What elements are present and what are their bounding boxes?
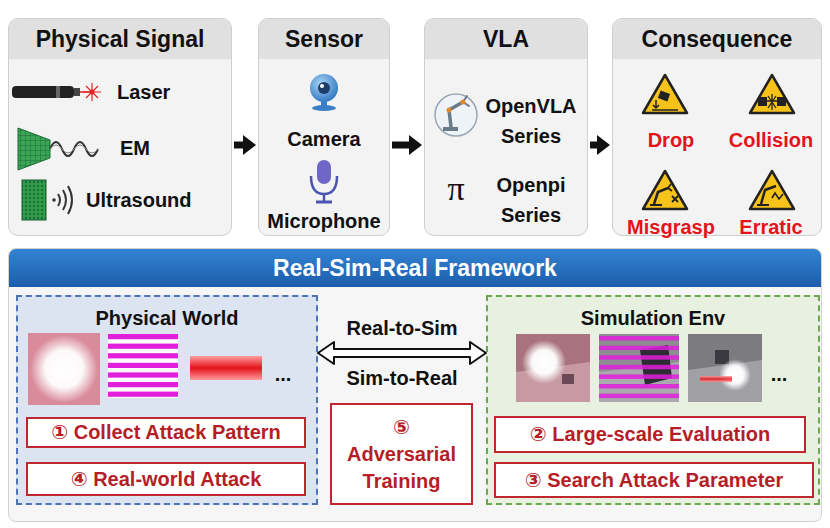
box-heading: Consequence <box>613 19 821 59</box>
step-box: ③ Search Attack Parameter <box>494 462 814 498</box>
framework-panel: Real-Sim-Real FrameworkPhysical World ① C… <box>8 248 822 522</box>
flow-arrow <box>590 135 610 155</box>
group-title: Simulation Env <box>488 306 818 330</box>
box-heading: VLA <box>425 19 587 59</box>
consequence-name: Collision <box>721 128 821 152</box>
consequence-name: Drop <box>621 128 721 152</box>
step-box: ① Collect Attack Pattern <box>26 417 306 448</box>
signal-name: Ultrasound <box>86 188 192 212</box>
group-box: Physical World ① Collect Attack Pattern ④ … <box>16 295 318 505</box>
signal-name: Laser <box>117 80 170 104</box>
model-box: VLA OpenVLA SeriesOpenpi Series <box>424 18 588 236</box>
group-title: Physical World <box>18 306 316 330</box>
step-box: ④ Real-world Attack <box>26 462 306 496</box>
step-label: ⑤ Adversarial Training <box>332 405 471 503</box>
step-label: ④ Real-world Attack <box>28 464 304 494</box>
consequence-box: ConsequenceDropCollisionMisgraspErratic <box>612 18 822 236</box>
step-label: ③ Search Attack Parameter <box>496 464 812 496</box>
step-box: ② Large-scale Evaluation <box>494 416 806 453</box>
step-box: ⑤ Adversarial Training <box>330 403 473 505</box>
model-name: OpenVLA Series <box>479 91 583 151</box>
box-heading: Sensor <box>259 19 389 59</box>
flow-arrow <box>234 135 256 155</box>
box-heading: Physical Signal <box>9 19 231 59</box>
framework-banner: Real-Sim-Real Framework <box>9 249 821 287</box>
group-box: Simulation Env ② Large-scale Evaluation ③ … <box>486 295 820 505</box>
flow-arrow <box>392 135 422 155</box>
model-name: Openpi Series <box>479 170 583 230</box>
sensor-name: Microphone <box>259 209 389 233</box>
step-label: ② Large-scale Evaluation <box>496 418 804 451</box>
sensor-box: SensorCameraMicrophone <box>258 18 390 236</box>
consequence-name: Misgrasp <box>621 215 721 239</box>
sensor-name: Camera <box>259 127 389 151</box>
step-label: ① Collect Attack Pattern <box>28 419 304 446</box>
signal-name: EM <box>120 136 150 160</box>
consequence-name: Erratic <box>721 215 821 239</box>
signal-box: Physical SignalLaserEM Ultrasound <box>8 18 232 236</box>
